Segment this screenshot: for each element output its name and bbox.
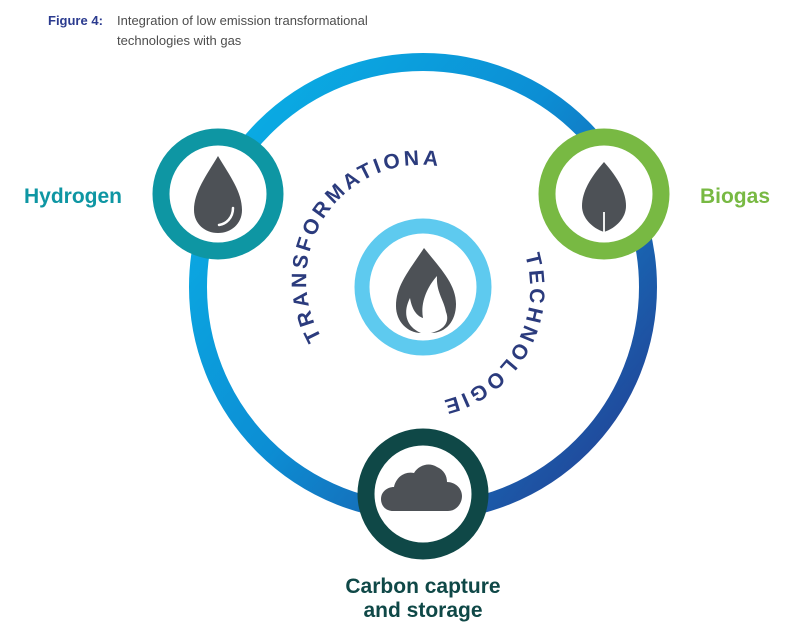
ccs-node: [357, 428, 489, 560]
ccs-label-line2: and storage: [363, 599, 482, 622]
cloud-icon: [381, 464, 462, 511]
hydrogen-label: Hydrogen: [24, 185, 122, 208]
water-drop-icon: [194, 156, 242, 233]
figure-title: Integration of low emission transformati…: [117, 13, 368, 48]
leaf-icon: [582, 162, 626, 232]
flame-icon: [396, 248, 456, 333]
ccs-label-line1: Carbon capture: [345, 575, 500, 598]
biogas-node: [538, 128, 670, 260]
biogas-label: Biogas: [700, 185, 770, 208]
figure-caption: Figure 4: Integration of low emission tr…: [48, 11, 417, 51]
figure-label: Figure 4:: [48, 13, 103, 28]
hydrogen-node: [152, 128, 284, 260]
center-node: [354, 218, 492, 356]
